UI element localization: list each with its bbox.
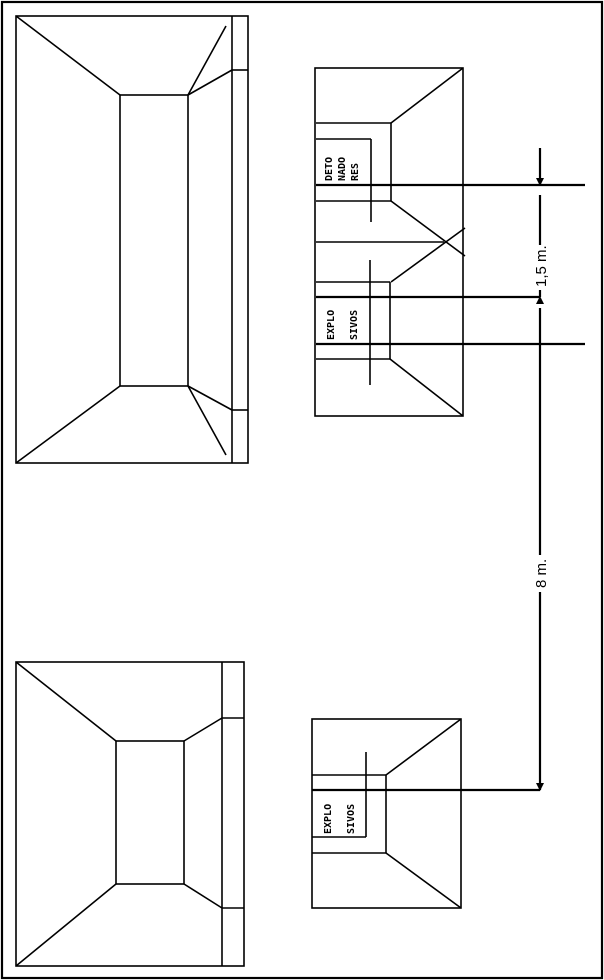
svg-text:RES: RES <box>350 163 361 181</box>
svg-text:EXPLO: EXPLO <box>326 310 337 340</box>
svg-text:NADO: NADO <box>337 157 348 181</box>
svg-text:EXPLO: EXPLO <box>323 804 334 834</box>
svg-text:SIVOS: SIVOS <box>349 310 360 340</box>
arrow-icon <box>536 783 544 791</box>
dimension-line <box>536 148 544 791</box>
magazine-upper <box>314 67 585 417</box>
label-explosives-upper: EXPLO SIVOS <box>326 310 360 340</box>
label-explosives-lower: EXPLO SIVOS <box>323 804 357 834</box>
large-building-lower <box>15 661 245 967</box>
label-detonators: DETO NADO RES <box>324 157 361 181</box>
dimension-8m: 8 m. <box>533 559 550 588</box>
svg-text:SIVOS: SIVOS <box>346 804 357 834</box>
large-building-upper <box>15 15 249 464</box>
svg-text:DETO: DETO <box>324 157 335 181</box>
arrow-icon <box>536 296 544 304</box>
arrow-icon <box>536 178 544 186</box>
dimension-1-5m: 1,5 m. <box>533 245 550 287</box>
magazine-lower <box>311 718 540 909</box>
